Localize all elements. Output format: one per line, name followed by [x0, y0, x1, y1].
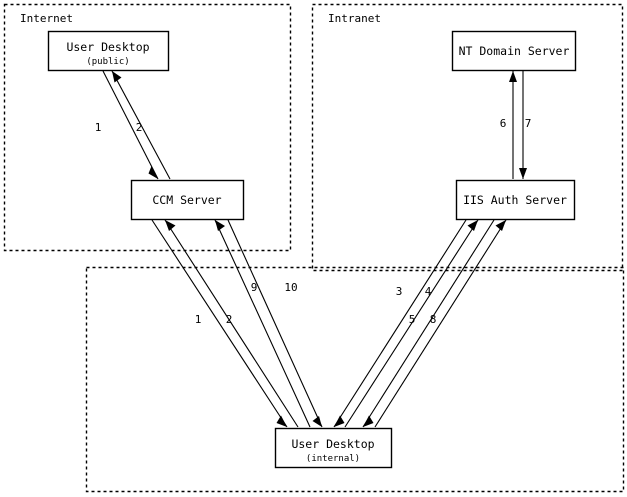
node-user-desktop-internal[interactable]	[274, 427, 393, 469]
flow-line-8-internal-to-iis	[374, 219, 507, 428]
node-nt-domain-server[interactable]	[451, 30, 577, 72]
flow-label-step-6: 6	[500, 117, 507, 130]
flow-label-step-2-internal: 2	[226, 313, 233, 326]
flow-line-3-iis-to-internal	[333, 219, 467, 428]
flow-label-step-4: 4	[425, 285, 432, 298]
flow-arrowhead-3-iis-to-internal	[334, 415, 345, 427]
zone-layer	[3, 3, 625, 493]
node-label-ccm-server: CCM Server	[152, 193, 221, 207]
flow-arrowhead-10-ccm-to-internal	[312, 416, 322, 427]
flow-arrowhead-5-iis-to-internal	[363, 415, 374, 427]
flow-label-step-8: 8	[430, 313, 437, 326]
zone-label-intranet: Intranet	[328, 12, 381, 25]
flow-line-2-ccm-to-public	[111, 70, 171, 180]
node-ccm-server[interactable]	[130, 179, 245, 221]
flow-arrowhead-2-ccm-to-public	[112, 71, 122, 83]
zone-lan-border	[85, 266, 625, 493]
flow-arrowhead-4-internal-to-iis	[467, 220, 478, 231]
node-label-iis-auth-server: IIS Auth Server	[463, 193, 567, 207]
flow-label-step-1-internal: 1	[195, 313, 202, 326]
flow-line-lower-1-ccm-to-internal	[151, 219, 288, 428]
flow-arrowhead-lower-2-internal-to-ccm	[165, 220, 176, 231]
flow-line-9-internal-to-ccm	[214, 219, 311, 428]
flow-label-step-2-public: 2	[136, 121, 143, 134]
flow-line-layer	[102, 70, 527, 428]
flow-line-10-ccm-to-internal	[227, 219, 323, 428]
flow-label-step-3: 3	[396, 285, 403, 298]
node-user-desktop-public[interactable]	[47, 30, 170, 72]
node-iis-auth-server[interactable]	[455, 179, 576, 221]
flow-arrowhead-7-nt-to-iis	[519, 168, 527, 179]
flow-arrowhead-8-internal-to-iis	[495, 220, 506, 231]
flow-label-step-7: 7	[525, 117, 532, 130]
flow-arrowhead-1-public-to-ccm	[148, 166, 158, 179]
zone-internet-border	[3, 3, 292, 252]
flow-label-step-9: 9	[251, 281, 258, 294]
zone-label-internet: Internet	[20, 12, 73, 25]
flow-label-step-1-public: 1	[95, 121, 102, 134]
node-label-user-desktop-internal: User Desktop	[291, 437, 374, 451]
flow-arrowhead-lower-1-ccm-to-internal	[276, 415, 287, 427]
flow-label-step-5: 5	[409, 313, 416, 326]
zone-label-layer: Internet Intranet	[20, 12, 381, 25]
node-sublabel-user-desktop-public: (public)	[86, 57, 129, 67]
node-label-nt-domain-server: NT Domain Server	[459, 44, 570, 58]
node-sublabel-user-desktop-internal: (internal)	[306, 454, 360, 464]
node-label-user-desktop-public: User Desktop	[66, 40, 149, 54]
flow-label-layer: 1 2 1 2 3 4 5 6 7 8 9 10	[95, 117, 532, 326]
node-layer: User Desktop (public) CCM Server NT Doma…	[47, 30, 577, 469]
flow-line-lower-2-internal-to-ccm	[164, 219, 299, 428]
flow-line-5-iis-to-internal	[362, 219, 495, 428]
flow-line-1-public-to-ccm	[102, 70, 159, 180]
flow-line-4-internal-to-iis	[344, 219, 479, 428]
flow-label-step-10: 10	[284, 281, 297, 294]
flow-arrowhead-6-iis-to-nt	[509, 71, 517, 82]
flow-arrowhead-9-internal-to-ccm	[215, 220, 225, 231]
